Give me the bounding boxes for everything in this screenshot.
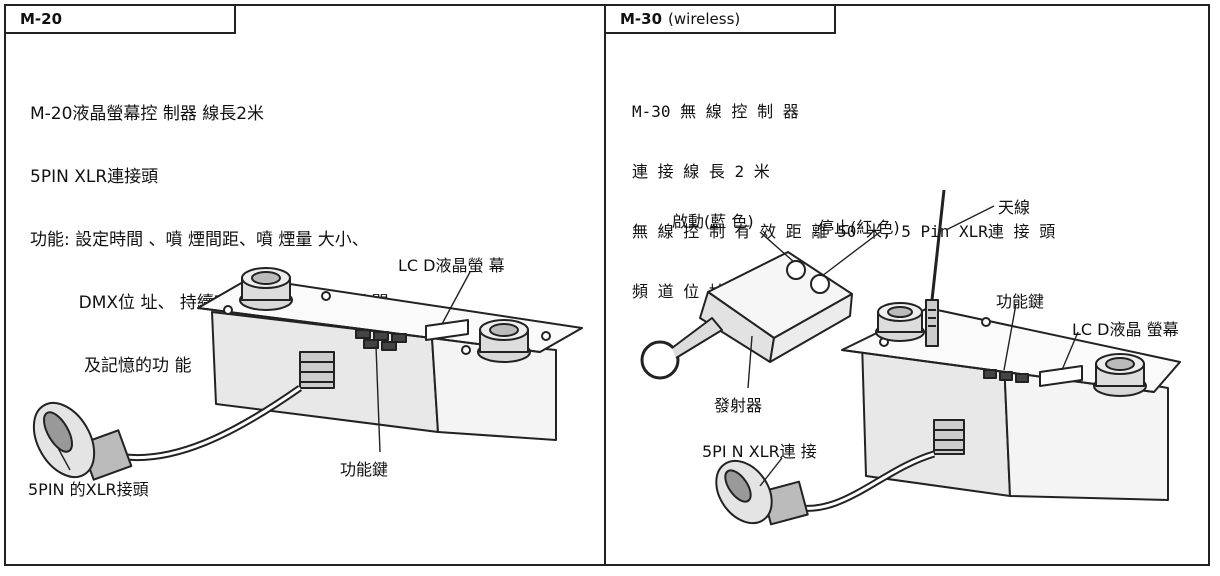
callout-leaders xyxy=(57,205,1079,487)
right-desc-line-2: 連 接 線 長 2 米 xyxy=(632,162,770,181)
m30-antenna xyxy=(925,189,946,347)
transmitter-remote xyxy=(640,251,853,380)
right-description: M-30 無 線 控 制 器 連 接 線 長 2 米 無 線 控 制 有 效 距… xyxy=(632,62,1055,322)
left-function-key-label: 功能鍵 xyxy=(340,460,389,479)
m30-xlr-plug xyxy=(715,459,809,526)
left-desc-line-3: 功能: 設定時間 、噴 煙間距、噴 煙量 大小、 xyxy=(30,230,369,250)
column-divider xyxy=(604,4,606,566)
right-stop-label: 停止(紅 色) xyxy=(818,218,900,237)
m20-xlr-plug xyxy=(32,402,133,481)
right-model-tab: M-30 (wireless) xyxy=(604,4,836,34)
right-lcd-label: LC D液晶 螢幕 xyxy=(1072,320,1179,339)
m30-function-keys xyxy=(983,369,1029,383)
left-connector-label: 5PIN 的XLR接頭 xyxy=(28,480,149,499)
left-desc-line-5: 及記憶的功 能 xyxy=(30,356,192,376)
right-connector-label: 5PI N XLR連 接 xyxy=(702,442,817,461)
left-desc-line-2: 5PIN XLR連接頭 xyxy=(30,167,159,187)
right-desc-line-1: M-30 無 線 控 制 器 xyxy=(632,102,799,121)
m20-controller-illustration xyxy=(32,267,583,481)
right-transmitter-label: 發射器 xyxy=(714,396,763,415)
right-model-name: M-30 xyxy=(620,10,663,28)
left-model-name: M-20 xyxy=(20,10,63,28)
right-function-key-label: 功能鍵 xyxy=(996,292,1045,311)
left-lcd-label: LC D液晶螢 幕 xyxy=(398,256,505,275)
m30-controller-illustration xyxy=(640,189,1181,526)
right-start-label: 啟動(藍 色) xyxy=(672,212,754,231)
m20-function-keys xyxy=(355,329,407,351)
right-antenna-label: 天線 xyxy=(998,198,1031,217)
left-model-tab: M-20 xyxy=(4,4,236,34)
left-desc-line-1: M-20液晶螢幕控 制器 線長2米 xyxy=(30,104,265,124)
right-model-subtitle: (wireless) xyxy=(668,10,741,28)
